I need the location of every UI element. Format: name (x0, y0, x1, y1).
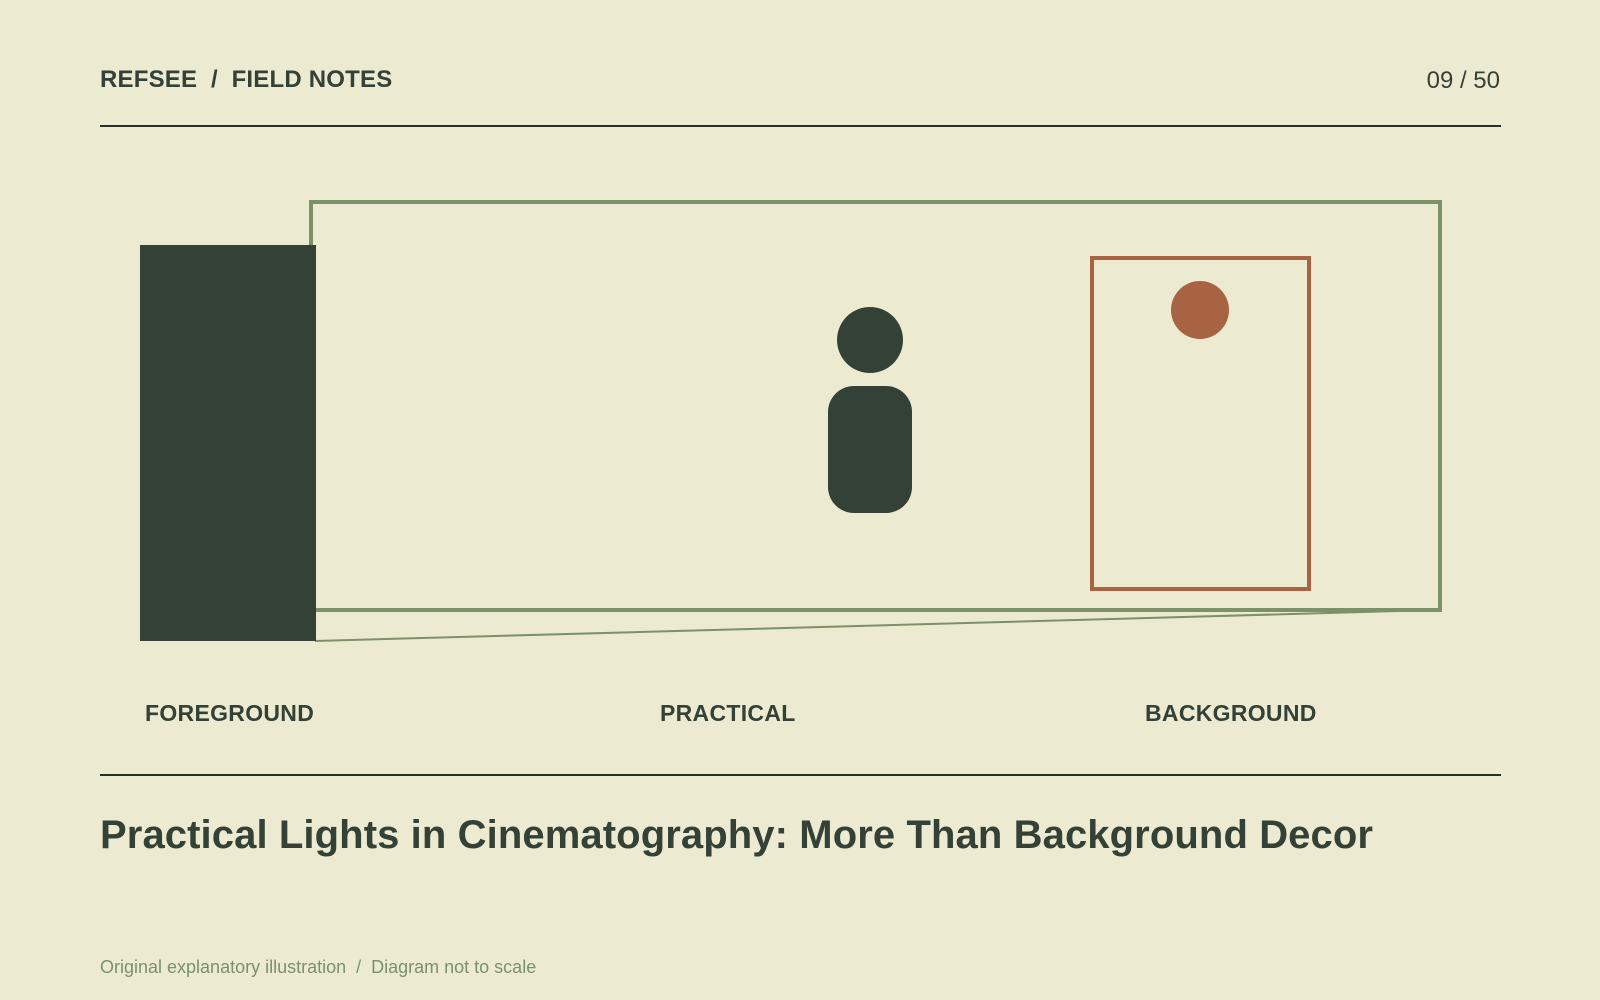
background-window (1090, 256, 1311, 591)
title-divider (100, 774, 1501, 776)
page-title: Practical Lights in Cinematography: More… (100, 813, 1374, 857)
practical-light-bulb (1171, 281, 1229, 339)
footnote: Original explanatory illustration / Diag… (100, 957, 537, 977)
depth-planes-diagram (140, 200, 1442, 642)
frame-perspective-line (314, 609, 1437, 642)
background-label: BACKGROUND (1145, 700, 1317, 726)
brand-breadcrumb: REFSEE / FIELD NOTES (100, 66, 393, 93)
page-counter: 09 / 50 (1426, 67, 1500, 94)
subject-body (828, 386, 912, 513)
foreground-block (140, 245, 316, 641)
foreground-label: FOREGROUND (145, 700, 315, 726)
header-divider (100, 125, 1501, 127)
subject-head (837, 307, 903, 373)
practical-label: PRACTICAL (660, 700, 796, 726)
